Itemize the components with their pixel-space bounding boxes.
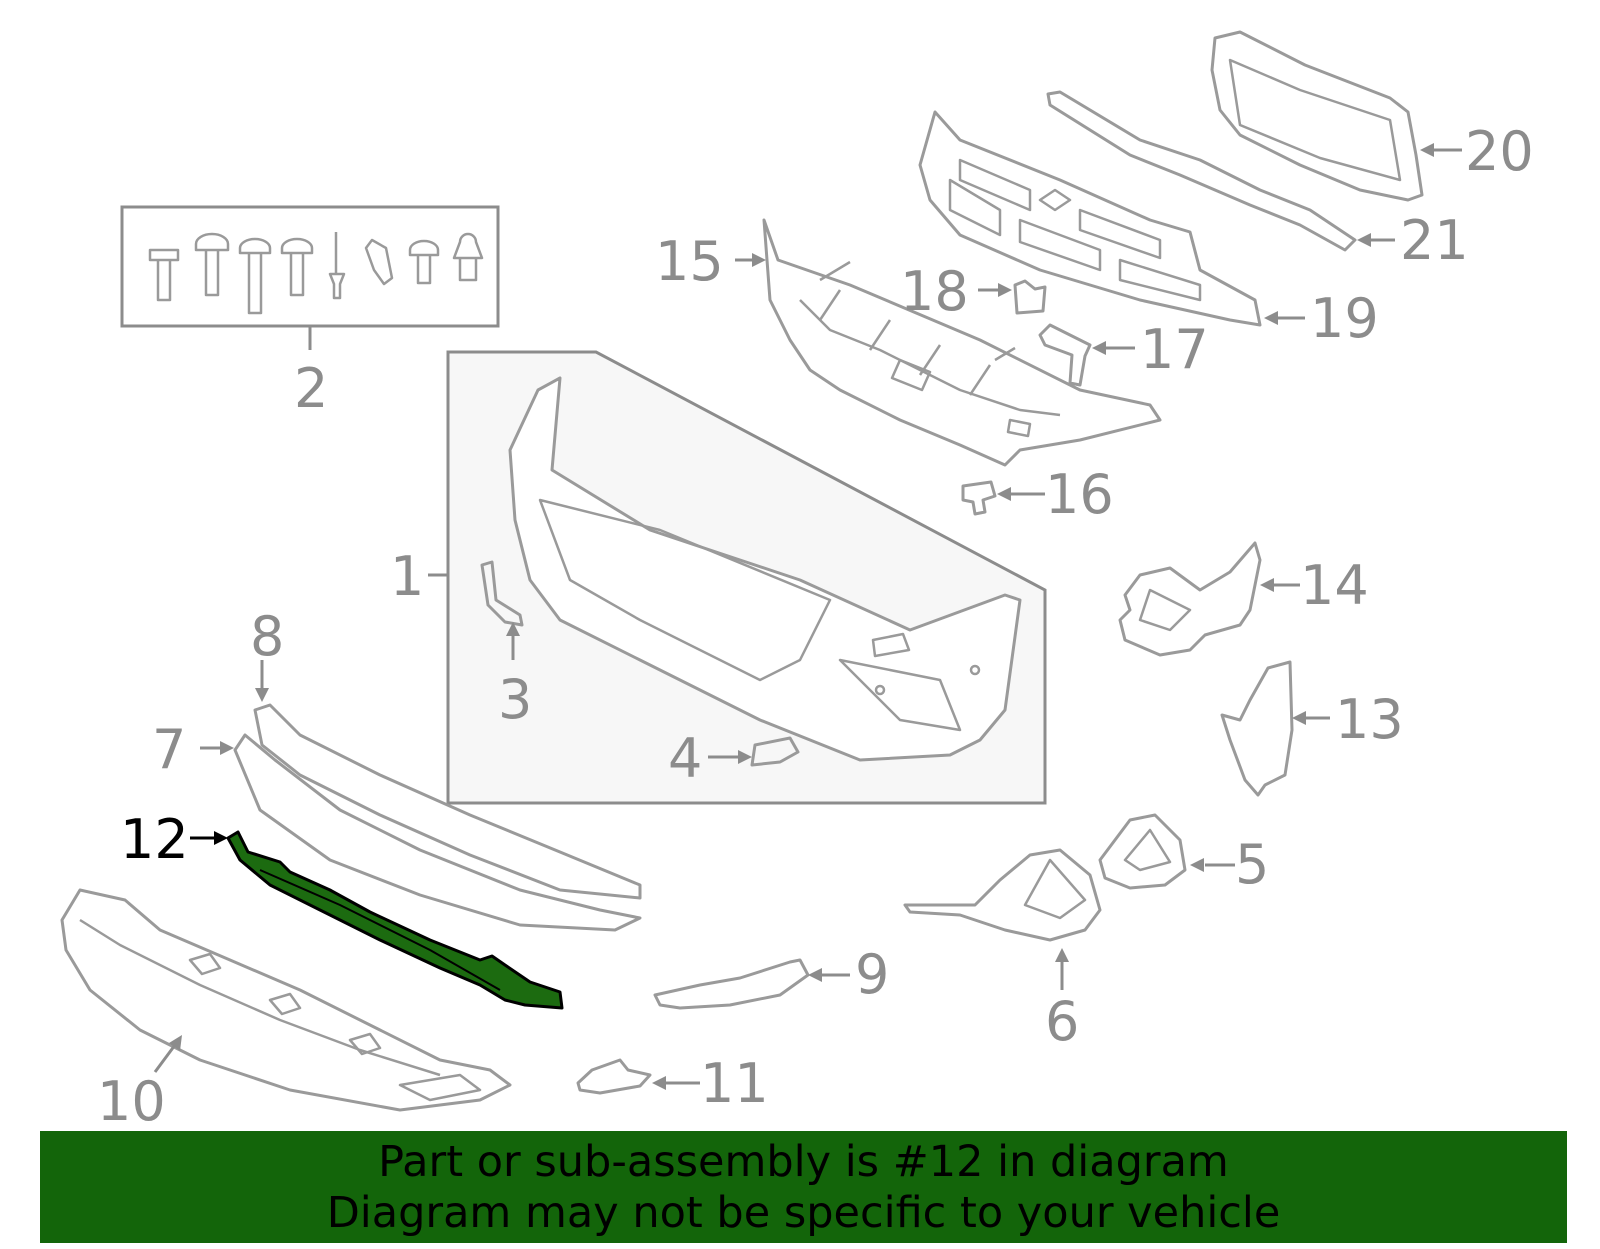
label-20: 20 xyxy=(1465,120,1534,183)
clip-part-18 xyxy=(1013,279,1047,315)
bumper-cover xyxy=(508,376,1022,762)
strip-part-7 xyxy=(233,733,642,932)
side-bracket-part-13 xyxy=(1220,660,1294,797)
lower-grille xyxy=(918,110,1262,327)
label-14: 14 xyxy=(1300,554,1369,617)
trim-part-11 xyxy=(576,1058,652,1095)
strip-part-8 xyxy=(253,703,642,900)
label-4: 4 xyxy=(668,727,702,790)
label-5: 5 xyxy=(1235,833,1269,896)
fog-lamp-bezel-part-5 xyxy=(1098,813,1187,890)
clip-part-16 xyxy=(961,480,997,516)
label-21: 21 xyxy=(1400,209,1469,272)
label-3: 3 xyxy=(498,668,532,731)
trim-part-9 xyxy=(653,958,810,1010)
label-2: 2 xyxy=(294,357,328,420)
lower-shield-part-10 xyxy=(60,888,512,1112)
label-19: 19 xyxy=(1310,287,1379,350)
bolt-icons xyxy=(148,232,484,315)
grille-panel xyxy=(1210,30,1424,202)
label-6: 6 xyxy=(1045,990,1079,1053)
label-7: 7 xyxy=(152,718,186,781)
label-11: 11 xyxy=(700,1052,769,1115)
label-9: 9 xyxy=(855,943,889,1006)
label-16: 16 xyxy=(1045,463,1114,526)
bracket-part-3 xyxy=(480,560,524,627)
corner-trim-part-6 xyxy=(903,848,1102,942)
hardware-kit-box xyxy=(120,205,500,328)
label-8: 8 xyxy=(250,605,284,668)
label-18: 18 xyxy=(900,260,969,323)
reflector-part-4 xyxy=(750,736,800,767)
reinforcement-frame xyxy=(762,218,1162,467)
label-12-highlighted: 12 xyxy=(120,808,189,871)
label-15: 15 xyxy=(655,230,724,293)
bracket-part-17 xyxy=(1038,323,1092,387)
label-17: 17 xyxy=(1140,318,1209,381)
info-banner: Part or sub-assembly is #12 in diagram D… xyxy=(40,1131,1567,1243)
side-bracket-part-14 xyxy=(1118,541,1262,657)
hardware-kit-group xyxy=(120,205,500,350)
banner-line-1: Part or sub-assembly is #12 in diagram xyxy=(378,1137,1229,1187)
banner-line-2: Diagram may not be specific to your vehi… xyxy=(326,1188,1281,1238)
highlighted-deflector-part-12 xyxy=(226,830,564,1010)
grille-strip xyxy=(1046,90,1357,252)
label-1: 1 xyxy=(390,545,424,608)
callouts xyxy=(153,143,1462,1090)
label-13: 13 xyxy=(1335,688,1404,751)
label-10: 10 xyxy=(97,1070,166,1133)
callout-labels: 1 2 3 4 5 6 7 8 9 10 11 12 13 14 15 16 1… xyxy=(97,120,1534,1133)
